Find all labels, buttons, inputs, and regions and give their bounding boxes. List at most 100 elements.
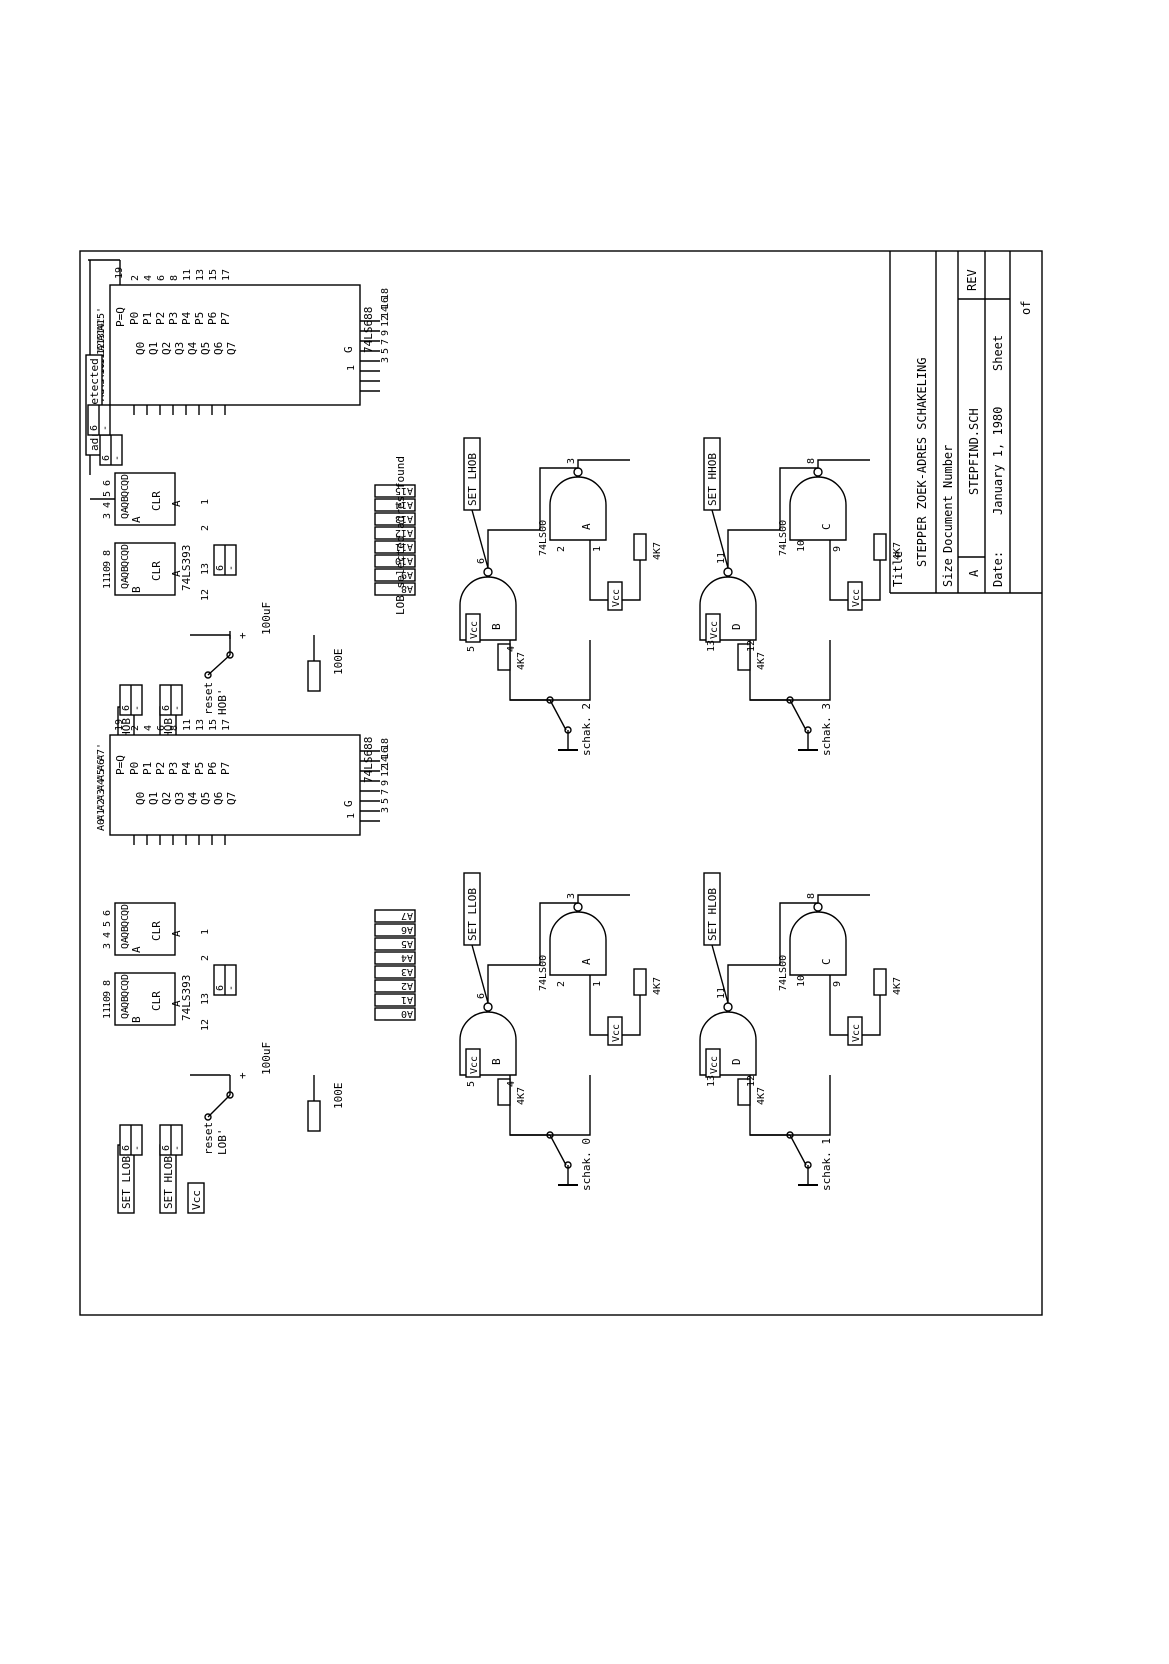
bus-label: A12 xyxy=(395,527,413,538)
pin-num: 2 xyxy=(556,546,567,552)
pin-num: 1 xyxy=(592,546,603,552)
addr-label: A13' xyxy=(96,327,107,351)
switch-label: schak. 0 xyxy=(580,1138,593,1191)
counter-pin-label: QB xyxy=(120,926,131,938)
bus-label: A3 xyxy=(401,966,413,977)
q-pin-label: Q6 xyxy=(212,342,225,355)
pin-num: 12 xyxy=(746,1075,757,1087)
pin-num: 13 xyxy=(706,1075,717,1087)
gate-letter: C xyxy=(820,958,833,965)
sheet-label: Sheet xyxy=(991,335,1005,371)
counter-pin-label: QB xyxy=(120,566,131,578)
bus-flag xyxy=(374,512,416,526)
vcc-flag xyxy=(847,581,863,611)
peq-lob-label: P=Q xyxy=(114,755,127,775)
pin-num: 11 xyxy=(716,552,727,564)
comparator-lob-part: 74LS688 xyxy=(362,737,375,783)
bus-label: A6 xyxy=(401,924,413,935)
counter-pin-label: QC xyxy=(120,985,131,997)
bus-label: A5 xyxy=(401,938,413,949)
offpage-flag: 6- xyxy=(119,1124,143,1156)
q-pin-label: Q7 xyxy=(225,342,238,355)
counter-pin-num: 8 xyxy=(102,980,113,986)
reset-hob-label2: HOB' xyxy=(216,689,229,716)
nand-bubble xyxy=(573,902,583,912)
vcc-label: Vcc xyxy=(611,589,622,607)
gate-letter: D xyxy=(730,623,743,630)
bus-label: A2 xyxy=(401,980,413,991)
offpage-top: 6 xyxy=(121,1145,132,1151)
counter-num: 1 xyxy=(200,499,211,505)
counter-part: 74LS393 xyxy=(180,545,193,591)
resistor-label: 4K7 xyxy=(892,977,903,995)
bus-flag xyxy=(374,965,416,979)
counter-pin-num: 10 xyxy=(102,566,113,578)
set-net-label: SET LHOB xyxy=(466,453,479,506)
set-net-label: SET LLOB xyxy=(466,888,479,941)
reset-lob-cap: 100uF xyxy=(260,1042,273,1075)
counter-num: 13 xyxy=(200,993,211,1005)
p-pin-label: P0 xyxy=(128,312,141,325)
g-num: 1 xyxy=(346,365,357,371)
counter-pin-num: 8 xyxy=(102,550,113,556)
offpage-top: 6 xyxy=(89,425,100,431)
reset-lob-plus: + xyxy=(236,1072,249,1079)
bus-label: A11 xyxy=(395,541,413,552)
p-pin-label: P4 xyxy=(180,311,193,325)
pin-num: 4 xyxy=(506,1081,517,1087)
addr-label: A0' xyxy=(96,813,107,831)
switch-label: schak. 2 xyxy=(580,703,593,756)
p-pin-label: P3 xyxy=(167,312,180,325)
reset-lob-circuit: reset LOB' + 100uF 100E xyxy=(190,1042,345,1155)
pin-num: 6 xyxy=(476,993,487,999)
counter-pin-label: QA xyxy=(120,1007,131,1019)
offpage-top: 6 xyxy=(215,565,226,571)
vcc-flag xyxy=(705,613,721,643)
p-pin-label: P7 xyxy=(219,762,232,775)
bus-label: A9 xyxy=(401,569,413,580)
q-pin-label: Q7 xyxy=(225,792,238,805)
p-pin-label: P7 xyxy=(219,312,232,325)
g-lob-label: G xyxy=(342,800,355,807)
p-pin-num: 6 xyxy=(156,275,167,281)
bus-label: A10 xyxy=(395,555,413,566)
q-pin-label: Q3 xyxy=(173,792,186,805)
offpage-dash: - xyxy=(226,985,237,991)
gate-letter: B xyxy=(490,1058,503,1065)
pin-num: 5 xyxy=(466,1081,477,1087)
pin-num: 4 xyxy=(506,646,517,652)
bus-flag xyxy=(374,951,416,965)
lob-found-label: LOB selected adres found xyxy=(394,456,407,615)
reset-hob-res: 100E xyxy=(332,649,345,676)
addr-label: A14' xyxy=(96,317,107,341)
q-pin-num: 7 xyxy=(380,339,391,345)
reset-lob-label2: LOB' xyxy=(216,1129,229,1156)
offpage-dash: - xyxy=(172,705,183,711)
gate-letter: A xyxy=(580,958,593,965)
counter-num: 12 xyxy=(200,589,211,601)
bus-flag xyxy=(374,568,416,582)
reset-hob-cap: 100uF xyxy=(260,602,273,635)
pin-num: 6 xyxy=(476,558,487,564)
p-pin-label: P1 xyxy=(141,312,154,325)
bus-label: A7 xyxy=(401,910,413,921)
bus-label: A13 xyxy=(395,513,413,524)
addr-label: A3' xyxy=(96,783,107,801)
bus-label: A15 xyxy=(395,485,413,496)
resistor xyxy=(873,968,887,996)
counter-pin-num: 11 xyxy=(102,1007,113,1019)
resistor xyxy=(873,533,887,561)
vcc-label: Vcc xyxy=(611,1024,622,1042)
addr-label: A15' xyxy=(96,307,107,331)
bus-flag xyxy=(374,909,416,923)
offpage-dash: - xyxy=(112,455,123,461)
gate-b-label: B xyxy=(130,586,143,593)
counter-pin-num: 3 xyxy=(102,513,113,519)
addr-label: A5' xyxy=(96,763,107,781)
resistor xyxy=(633,968,647,996)
gate-a-label: A xyxy=(130,516,143,523)
resistor xyxy=(737,1078,751,1106)
